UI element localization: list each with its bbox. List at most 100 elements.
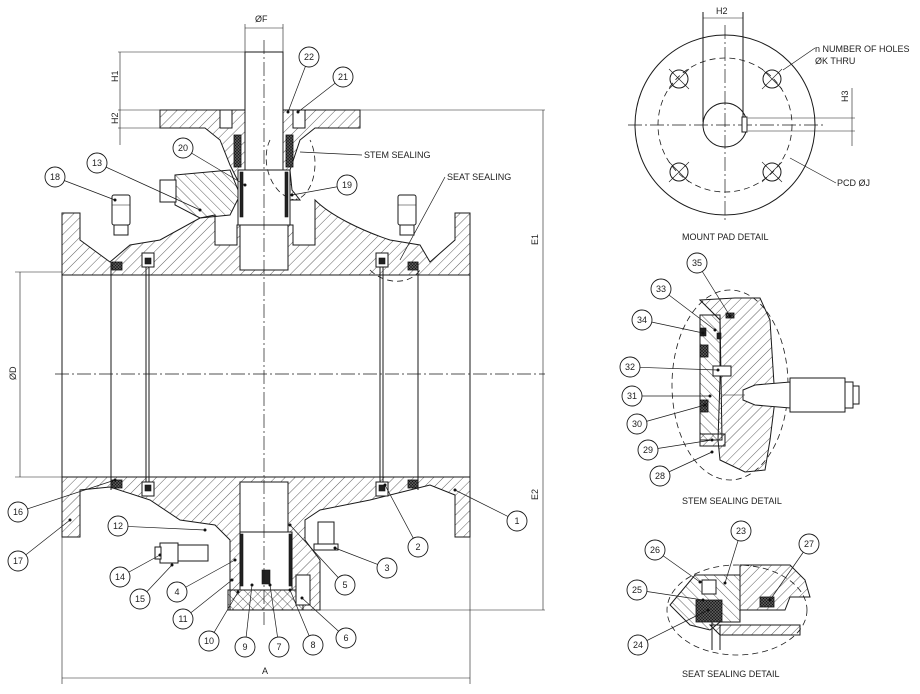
balloon-3: 3	[333, 546, 398, 579]
balloon-33: 33	[650, 278, 717, 332]
balloon-circle	[7, 501, 29, 523]
balloon-18: 18	[44, 166, 117, 202]
leader-line	[96, 162, 201, 211]
balloon-circle	[376, 557, 398, 579]
balloon-20: 20	[172, 137, 247, 187]
balloon-circle	[166, 581, 188, 603]
bolt-hole	[668, 68, 690, 90]
balloon-32: 32	[619, 356, 720, 378]
balloon-circle	[198, 630, 220, 652]
dim-h2: H2	[110, 112, 120, 124]
balloon-label: 34	[637, 315, 647, 325]
balloon-circle	[336, 174, 358, 196]
leader-dot	[710, 450, 714, 454]
balloon-circle	[637, 439, 659, 461]
leader-dot	[113, 198, 117, 202]
dim-stem-dia: ØF	[255, 14, 268, 24]
balloon-25: 25	[626, 579, 705, 602]
leader-dot	[723, 581, 727, 585]
leader-dot	[268, 583, 272, 587]
balloon-label: 13	[92, 158, 102, 168]
leader-line	[54, 176, 116, 201]
leader-dot	[233, 558, 237, 562]
leader-line	[769, 543, 810, 601]
balloon-27: 27	[768, 533, 820, 602]
balloon-label: 19	[342, 180, 352, 190]
balloon-11: 11	[172, 578, 234, 630]
balloon-circle	[172, 608, 194, 630]
balloon-label: 2	[415, 542, 420, 552]
gland-bolt	[159, 179, 177, 203]
leader-dot	[158, 553, 162, 557]
balloon-label: 30	[632, 419, 642, 429]
balloon-label: 21	[338, 72, 348, 82]
balloon-circle	[730, 520, 752, 542]
balloon-26: 26	[644, 539, 702, 584]
balloon-circle	[334, 574, 356, 596]
balloon-label: 18	[50, 172, 60, 182]
leader-dot	[701, 331, 705, 335]
balloon-label: 28	[655, 471, 665, 481]
dim-length: A	[262, 666, 268, 676]
balloon-circle	[129, 588, 151, 610]
balloon-label: 8	[310, 640, 315, 650]
balloon-circle	[172, 137, 194, 159]
balloon-circle	[644, 539, 666, 561]
sealant-injection-fitting-right	[397, 194, 417, 236]
leader-dot	[68, 518, 72, 522]
leader-line	[629, 366, 719, 371]
balloon-16: 16	[7, 478, 117, 523]
leader-dot	[708, 394, 712, 398]
leader-dot	[290, 193, 294, 197]
balloon-label: 7	[276, 642, 281, 652]
balloon-22: 22	[286, 46, 320, 114]
balloon-circle	[649, 465, 671, 487]
leader-dot	[113, 478, 117, 482]
leader-line	[636, 589, 704, 601]
leader-line	[182, 147, 246, 186]
stem-packing-left	[233, 134, 242, 168]
leader-dot	[706, 608, 710, 612]
pad-h3: H3	[840, 90, 850, 102]
leader-dot	[286, 110, 290, 114]
leader-dot	[198, 208, 202, 212]
leader-dot	[300, 596, 304, 600]
balloon-circle	[619, 356, 641, 378]
leader-dot	[716, 368, 720, 372]
leader-line	[647, 439, 713, 451]
balloon-label: 20	[178, 143, 188, 153]
leader-line	[17, 519, 71, 562]
balloon-label: 29	[643, 445, 653, 455]
leader-dot	[288, 523, 292, 527]
balloon-24: 24	[627, 608, 710, 656]
mount-pad-detail: H2 H3 n NUMBER OF HOLES ØK THRU PCD ØJ M…	[628, 6, 910, 242]
balloon-circle	[686, 252, 708, 274]
balloon-circle	[650, 278, 672, 300]
leader-dot	[453, 488, 457, 492]
balloon-31: 31	[621, 385, 712, 407]
leader-line	[117, 525, 206, 531]
balloon-1: 1	[453, 488, 528, 532]
bolt-hole	[761, 161, 783, 183]
bottom-cover	[227, 589, 304, 611]
balloon-circle	[407, 536, 429, 558]
leader-dot	[288, 588, 292, 592]
dim-h1: H1	[110, 70, 120, 82]
leader-dot	[701, 598, 705, 602]
leader-line	[176, 559, 236, 593]
leader-dot	[728, 314, 732, 318]
bolt-hole	[761, 68, 783, 90]
balloon-label: 26	[650, 545, 660, 555]
balloon-12: 12	[107, 515, 207, 537]
balloon-label: 12	[113, 521, 123, 531]
balloon-28: 28	[649, 450, 714, 487]
balloon-circle	[627, 634, 649, 656]
balloon-label: 27	[804, 539, 814, 549]
balloon-6: 6	[300, 596, 357, 649]
balloon-label: 5	[342, 580, 347, 590]
leader-dot	[703, 403, 707, 407]
balloon-circle	[506, 510, 528, 532]
leader-dot	[243, 183, 247, 187]
